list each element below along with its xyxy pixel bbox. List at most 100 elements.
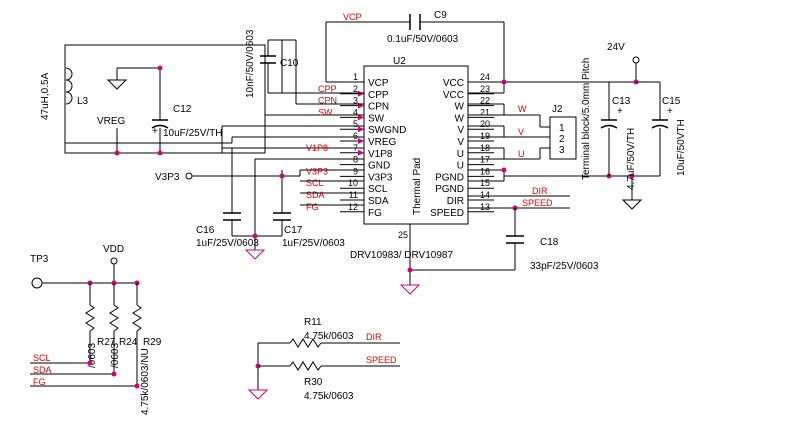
ic-pin-number: 16 (480, 166, 490, 176)
c12-ref: C12 (173, 104, 192, 115)
ic-u2-body (363, 65, 469, 225)
pin-arrow-icon (358, 138, 364, 144)
net-label-scl-2: SCL (33, 353, 51, 363)
net-label-w: W (518, 104, 527, 114)
c13-value: 4.7uF/50V/TH (626, 128, 637, 190)
c10-value: 10nF/50V/0603 (245, 29, 256, 98)
c15-value: 10uF/50VTH (676, 119, 687, 176)
l3-ref: L3 (77, 96, 89, 107)
ground-symbol (399, 284, 421, 295)
c13-plus: + (617, 106, 623, 117)
c18-value: 33pF/25V/0603 (530, 261, 599, 272)
ic-pin-number: 9 (353, 166, 358, 176)
vdd-port (110, 257, 118, 265)
ic-pin-name: U (457, 149, 464, 160)
c9-ref: C9 (434, 10, 447, 21)
j2-pin-3: 3 (559, 145, 565, 156)
ic-pin-name: SWGND (368, 125, 406, 136)
ground-symbol (621, 199, 643, 210)
ground-symbol (247, 389, 269, 400)
ic-pin-number: 21 (480, 107, 490, 117)
resistor-r27 (85, 304, 95, 332)
ic-pin-name: FG (368, 208, 382, 219)
ic-pin-name: PGND (435, 184, 464, 195)
pin-arrow-icon (358, 149, 364, 156)
net-label: CPN (318, 96, 337, 106)
resistor-r30 (289, 361, 322, 371)
ic-pin-number: 23 (480, 84, 490, 94)
ic-pin-name: V (457, 137, 464, 148)
v3p3-port-label: V3P3 (155, 172, 180, 183)
resistor-r24 (109, 304, 119, 332)
c17-value: 1uF/25V/0603 (282, 238, 345, 249)
r29-value: 4.75k/0603/NU (140, 348, 151, 415)
vreg-label: VREG (97, 116, 126, 127)
j2-pin-2: 2 (559, 134, 565, 145)
ic-pin-number: 8 (353, 155, 358, 165)
ic-pin-number: 12 (348, 202, 358, 212)
ic-pin-number: 14 (480, 190, 490, 200)
c9-value: 0.1uF/50V/0603 (387, 34, 459, 45)
c12-value: 10uF/25V/TH (163, 128, 222, 139)
r29-ref: R29 (143, 337, 162, 348)
r24-value: /0603 (110, 343, 121, 368)
ic-pin-number: 4 (353, 107, 358, 117)
net-label: FG (306, 202, 319, 212)
net-label: SCL (306, 178, 324, 188)
ic-pin-number: 20 (480, 119, 490, 129)
net-label: SDA (306, 190, 325, 200)
ic-pin-name: V1P8 (368, 149, 393, 160)
v3p3-port (185, 172, 193, 180)
net-label-vcp: VCP (343, 12, 362, 22)
ic-pin-name: U (457, 161, 464, 172)
ic-pin-25-number: 25 (398, 230, 408, 240)
ic-pin-name: V3P3 (368, 172, 393, 183)
v24-label: 24V (607, 42, 625, 53)
ic-pin-number: 10 (348, 178, 358, 188)
net-label: V1P8 (306, 143, 328, 153)
test-point-tp3 (31, 277, 43, 289)
r27-value: /0603 (87, 343, 98, 368)
ic-pin-number: 6 (353, 131, 358, 141)
ic-pin-number: 1 (353, 72, 358, 82)
ic-pin-name: V (457, 125, 464, 136)
ic-pin-name: VCP (368, 78, 389, 89)
c12-plus: + (152, 126, 158, 137)
buck-loop-wire (64, 44, 266, 154)
ic-part-number: DRV10983/ DRV10987 (350, 250, 453, 261)
r27-ref: R27 (97, 337, 116, 348)
r24-ref: R24 (119, 337, 138, 348)
net-label-v: V (518, 127, 524, 137)
vdd-label: VDD (103, 244, 124, 255)
c13-ref: C13 (612, 96, 631, 107)
net-label-speed: SPEED (522, 198, 553, 208)
r11-value: 4.75k/0603 (304, 331, 354, 342)
ic-pin-name: CPP (368, 90, 389, 101)
net-label-dir: DIR (532, 186, 548, 196)
j2-ref: J2 (552, 104, 563, 115)
ic-pin-name: SDA (368, 196, 389, 207)
ic-pin-number: 5 (353, 119, 358, 129)
pin-arrow-icon (358, 114, 364, 121)
connector-j2 (549, 116, 577, 160)
net-label-u: U (518, 149, 525, 159)
ground-symbol (106, 79, 128, 90)
ic-pin-number: 11 (349, 190, 358, 200)
net-label: CPP (318, 84, 337, 94)
ic-pin-name: CPN (368, 102, 389, 113)
v24-port (632, 56, 640, 64)
c10-ref: C10 (280, 58, 299, 69)
net-label-fg-2: FG (33, 377, 46, 387)
resistor-r29 (132, 304, 142, 332)
ic-pin-number: 13 (480, 202, 490, 212)
ic-pin-number: 22 (480, 96, 490, 106)
thermal-pad-label: Thermal Pad (412, 158, 423, 215)
ic-pin-name: DIR (447, 196, 464, 207)
c15-plus: + (667, 106, 673, 117)
l3-value: 47uH,0.5A (40, 72, 51, 120)
ground-symbol (244, 249, 266, 260)
ic-pin-name: VREG (368, 137, 397, 148)
resistor-r11 (289, 338, 322, 348)
